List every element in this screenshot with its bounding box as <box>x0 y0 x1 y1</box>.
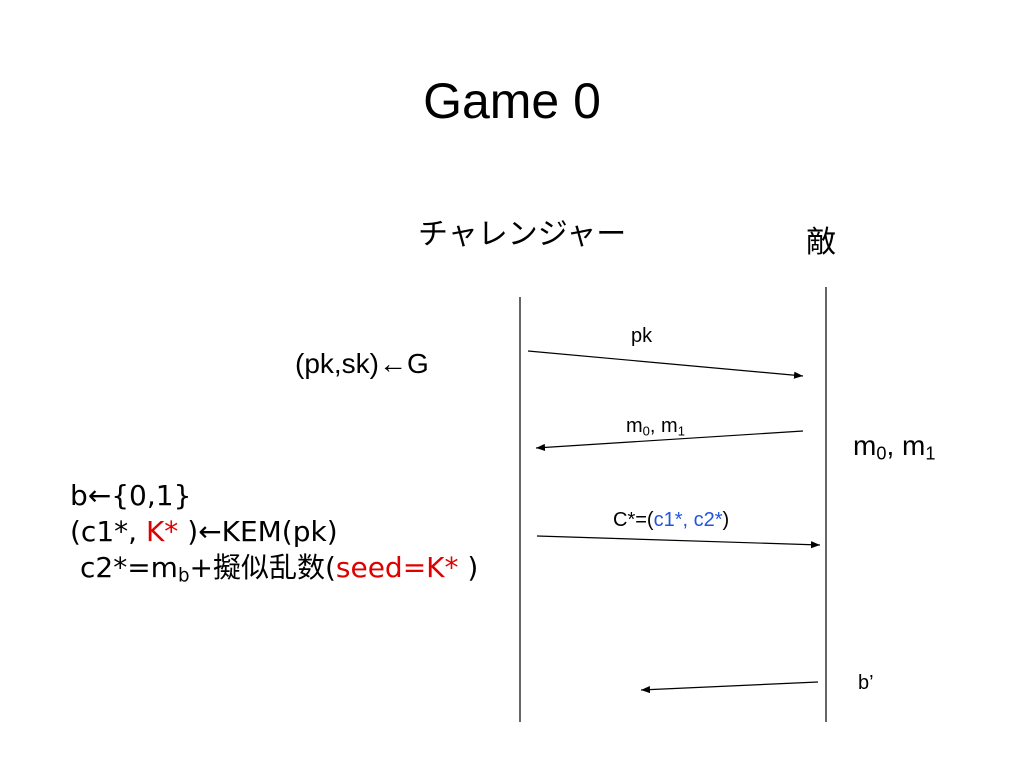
adversary-messages: m0, m1 <box>853 430 936 464</box>
keygen-text: (pk,sk)←G <box>295 348 429 379</box>
challenger-computation: b←{0,1} (c1*, K* )←KEM(pk) c2*=mb+擬似乱数(s… <box>70 478 478 586</box>
kem-key-highlight: K* <box>145 515 179 548</box>
ciphertext-highlight: c1*, c2* <box>653 509 723 531</box>
message-label-b-prime: b’ <box>858 672 874 694</box>
message-label-pk: pk <box>631 325 653 347</box>
message-label-m0-m1: m0, m1 <box>626 415 685 439</box>
seed-highlight: seed=K* <box>335 551 459 584</box>
bit-choice-line: b←{0,1} <box>70 479 192 512</box>
kem-line: (c1*, K* )←KEM(pk) <box>70 515 338 548</box>
message-label-ciphertext: C*=(c1*, c2*) <box>613 509 730 531</box>
c2-line: c2*=mb+擬似乱数(seed=K* ) <box>80 551 479 587</box>
arrow-ciphertext <box>536 535 821 549</box>
page-title: Game 0 <box>423 73 601 129</box>
adversary-label: 敵 <box>806 225 836 260</box>
challenger-label: チャレンジャー <box>418 217 627 252</box>
arrow-b-prime <box>640 681 819 694</box>
arrow-pk <box>527 350 804 379</box>
arrow-m0-m1 <box>535 430 804 452</box>
